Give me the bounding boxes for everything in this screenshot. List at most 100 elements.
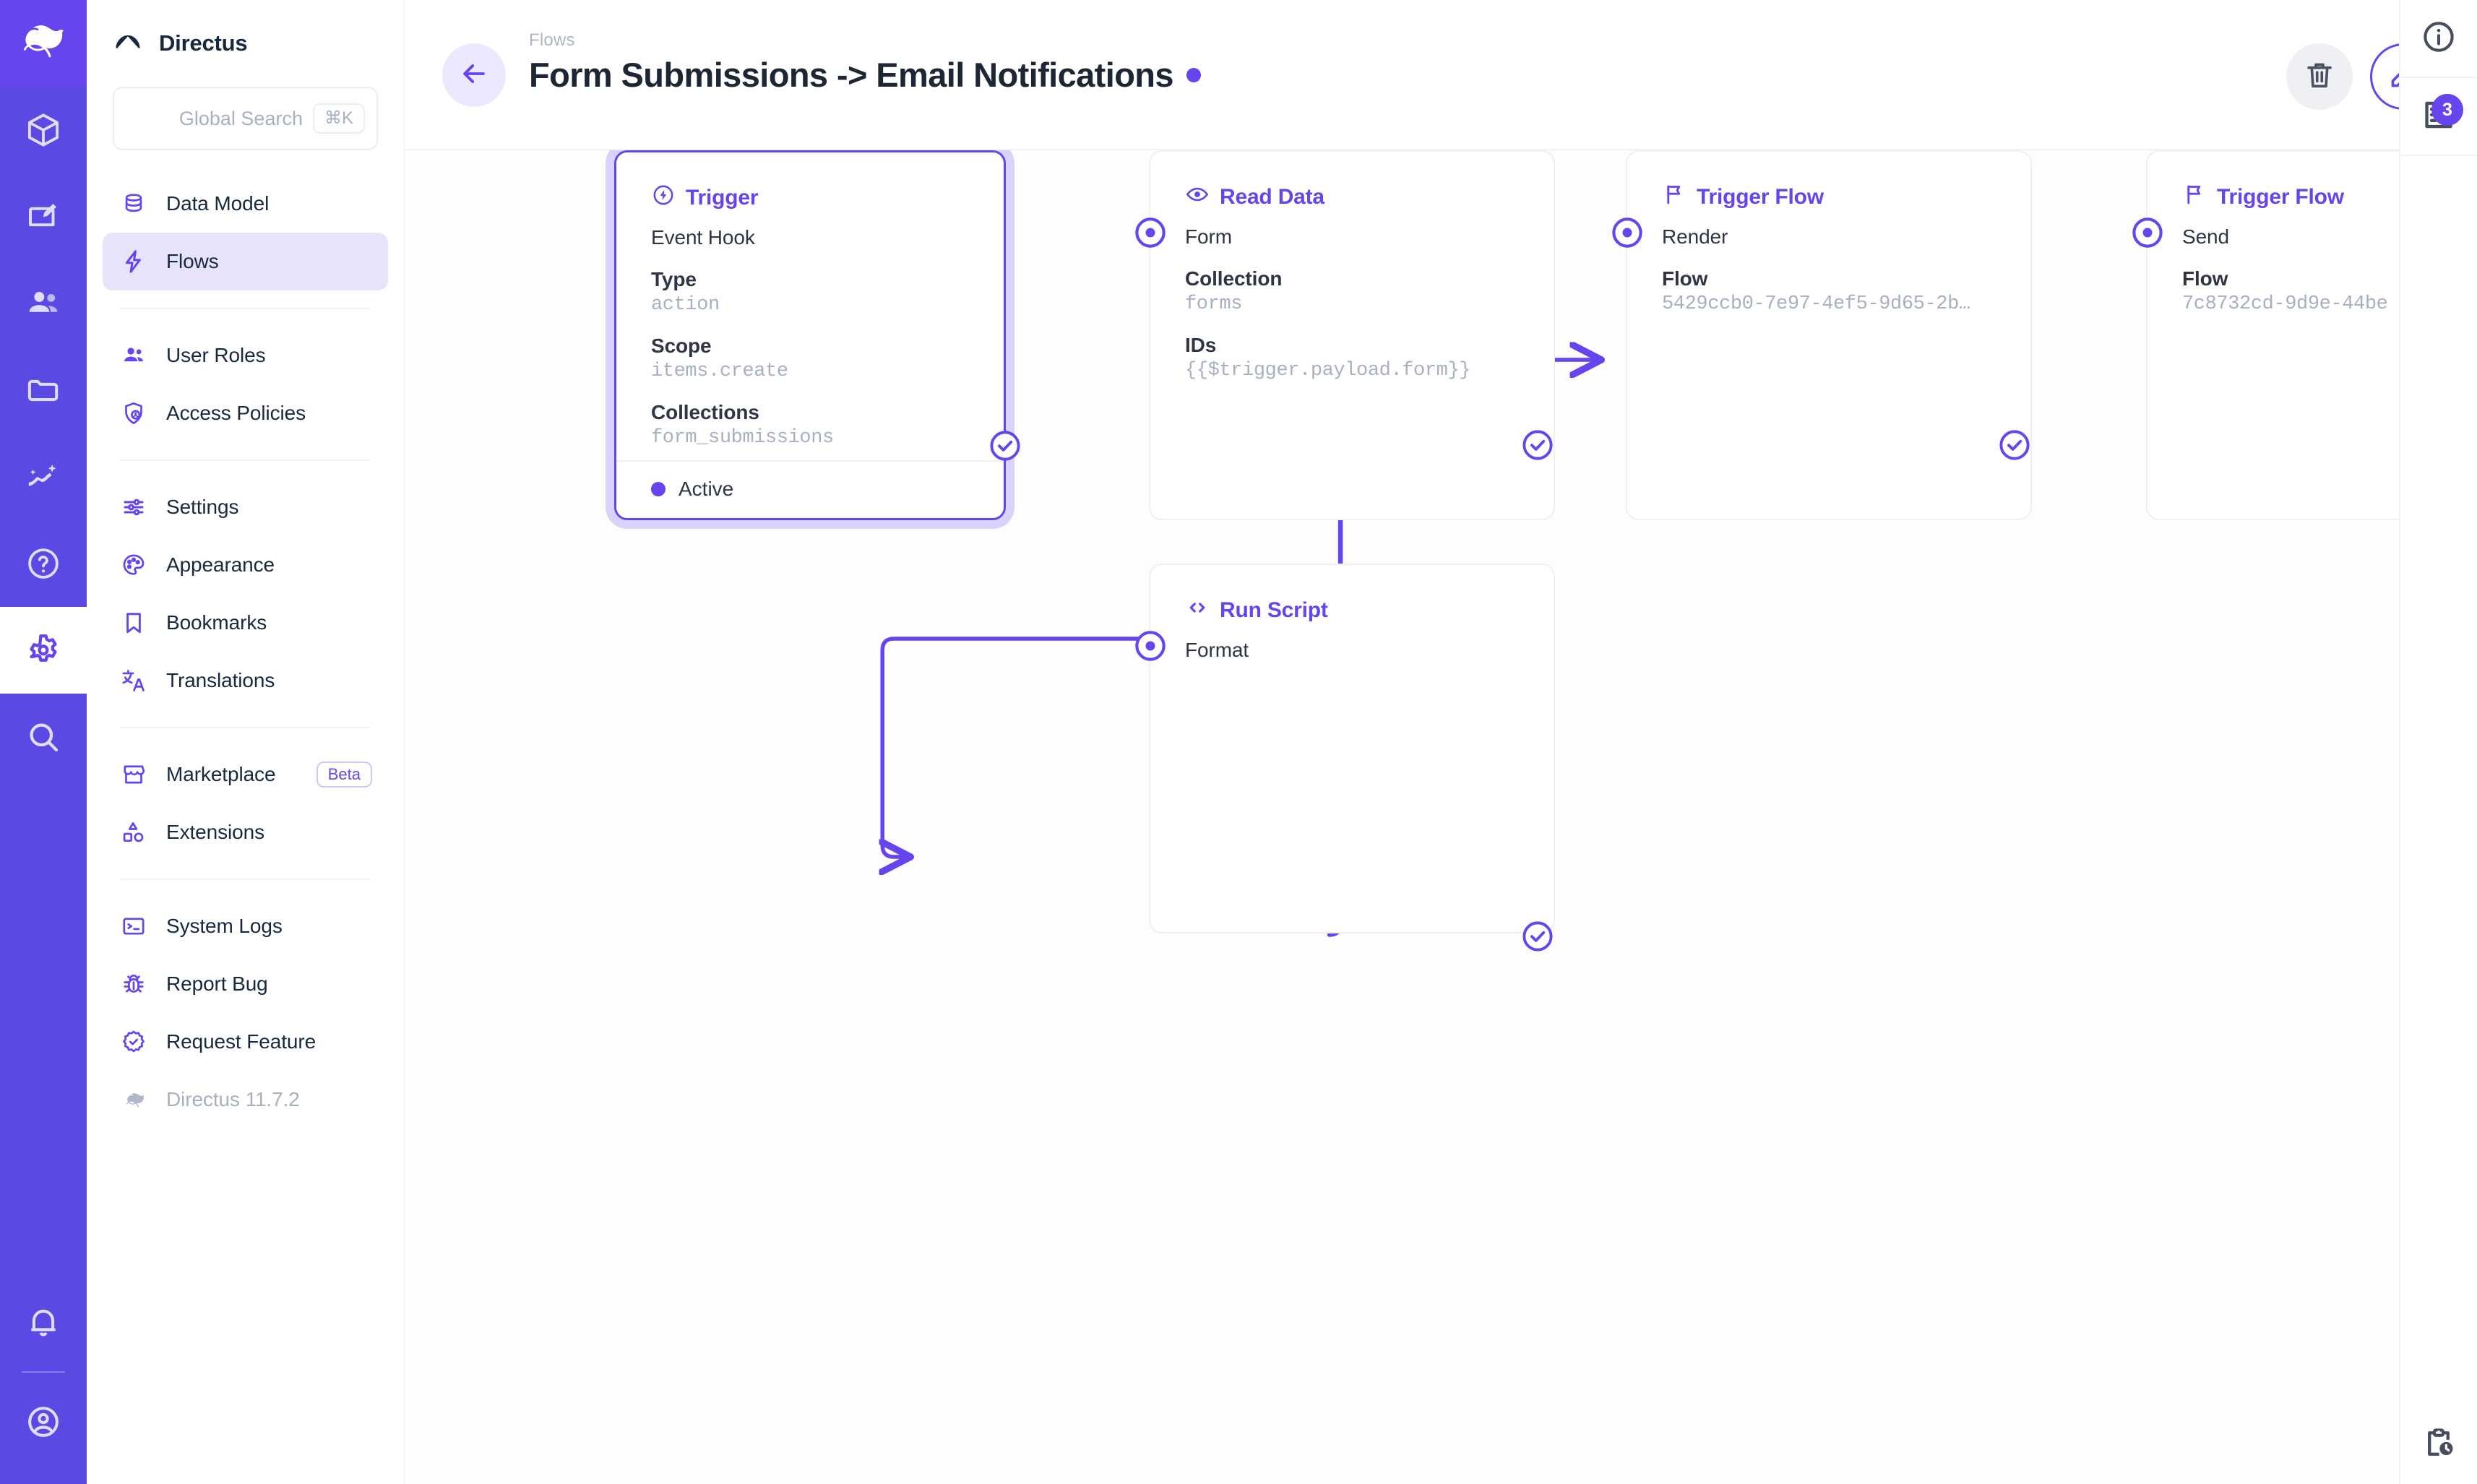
sidebar-item-extensions[interactable]: Extensions (103, 803, 388, 861)
main-area: Flows Form Submissions -> Email Notifica… (405, 0, 2477, 1484)
field-value: action (651, 294, 720, 316)
module-bar-divider (22, 1371, 65, 1373)
settings-navigation-sidebar: Directus Global Search ⌘K Data Model Flo… (87, 0, 405, 1484)
flow-node-read-data[interactable]: Read Data Form Collection forms IDs {{$t… (1135, 150, 1556, 520)
node-operation-name: Render (1662, 225, 1728, 248)
status-dot (651, 482, 665, 496)
flow-status-dot (1186, 67, 1201, 82)
node-title: Trigger (686, 186, 759, 210)
read-data-resolve-handle[interactable] (1519, 426, 1556, 464)
sidebar-item-report-bug[interactable]: Report Bug (103, 955, 388, 1013)
nav-divider (120, 308, 371, 309)
module-files-folder-icon[interactable] (0, 347, 87, 433)
clipboard-clock-icon (2420, 1425, 2457, 1466)
field-key: Flow (1662, 267, 1708, 290)
sidebar-item-system-logs[interactable]: System Logs (103, 897, 388, 955)
logs-sidebar-button[interactable]: 3 (2400, 78, 2477, 156)
translate-icon (119, 665, 149, 696)
sidebar-item-access-policies[interactable]: Access Policies (103, 384, 388, 442)
sidebar-item-settings[interactable]: Settings (103, 478, 388, 536)
trigger-flow-render-resolve-handle[interactable] (1996, 426, 2033, 464)
run-script-resolve-handle[interactable] (1519, 918, 1556, 955)
module-content-cube-icon[interactable] (0, 87, 87, 173)
sidebar-item-label: Access Policies (166, 402, 306, 424)
global-search-shortcut: ⌘K (312, 103, 365, 134)
marketplace-beta-badge: Beta (316, 762, 372, 788)
module-help-circle-icon[interactable] (0, 520, 87, 607)
shapes-icon (119, 817, 149, 847)
breadcrumb[interactable]: Flows (529, 30, 575, 50)
bolt-circle-icon (651, 183, 676, 213)
sidebar-item-label: Flows (166, 250, 219, 272)
account-circle-icon[interactable] (0, 1379, 87, 1465)
page-header: Flows Form Submissions -> Email Notifica… (405, 0, 2477, 150)
module-settings-gear-icon[interactable] (0, 607, 87, 694)
node-status-footer: Active (616, 460, 1004, 518)
info-sidebar-button[interactable] (2400, 0, 2477, 78)
sidebar-item-translations[interactable]: Translations (103, 652, 388, 709)
logs-badge-count: 3 (2431, 94, 2463, 126)
module-insights-icon[interactable] (0, 433, 87, 520)
node-field: Type action (651, 268, 969, 316)
delete-flow-button[interactable] (2286, 43, 2353, 110)
node-field: Flow 7c8732cd-9d9e-44be (2182, 267, 2477, 315)
field-key: Type (651, 268, 697, 290)
flow-node-trigger-flow-render[interactable]: Trigger Flow Render Flow 5429ccb0-7e97-4… (1612, 150, 2033, 520)
sidebar-item-label: Extensions (166, 821, 264, 843)
nav-divider (120, 727, 371, 728)
flow-node-run-script[interactable]: Run Script Format (1135, 564, 1555, 952)
trigger-flow-render-input-handle[interactable] (1608, 214, 1646, 251)
sidebar-item-label: Marketplace (166, 763, 276, 785)
sidebar-item-data-model[interactable]: Data Model (103, 175, 388, 233)
field-value: items.create (651, 361, 788, 382)
flow-canvas[interactable]: Trigger Event Hook Type action Scope ite… (405, 150, 2477, 1484)
sidebar-item-label: Appearance (166, 553, 275, 576)
module-users-icon[interactable] (0, 260, 87, 347)
sidebar-item-request-feature[interactable]: Request Feature (103, 1013, 388, 1071)
sidebar-item-label: Data Model (166, 192, 270, 215)
page-title: Form Submissions -> Email Notifications (529, 56, 1174, 94)
tune-icon (119, 492, 149, 522)
run-script-input-handle[interactable] (1132, 627, 1169, 665)
node-title-row: Read Data (1150, 152, 1554, 212)
flow-runs-button[interactable] (2400, 1406, 2477, 1484)
directus-rabbit-logo (20, 19, 66, 69)
module-search-icon[interactable] (0, 694, 87, 780)
sidebar-item-flows[interactable]: Flows (103, 233, 388, 290)
sidebar-item-label: Bookmarks (166, 611, 267, 634)
trigger-flow-send-input-handle[interactable] (2129, 214, 2166, 251)
node-field: Scope items.create (651, 335, 969, 382)
module-editor-square-icon[interactable] (0, 173, 87, 260)
project-header[interactable]: Directus (87, 0, 404, 87)
flow-node-trigger[interactable]: Trigger Event Hook Type action Scope ite… (614, 150, 1020, 520)
node-field: Collection forms (1185, 267, 1519, 315)
sidebar-item-version: Directus 11.7.2 (103, 1071, 388, 1129)
node-title: Read Data (1220, 185, 1324, 209)
sidebar-item-label: Request Feature (166, 1030, 316, 1053)
sidebar-item-marketplace[interactable]: Marketplace Beta (103, 746, 388, 803)
node-operation-name: Form (1185, 225, 1232, 248)
back-button[interactable] (442, 43, 506, 107)
sidebar-item-label: User Roles (166, 344, 266, 366)
directus-rabbit-icon (119, 1084, 149, 1115)
right-sidebar: 3 (2399, 0, 2477, 1484)
users-icon (119, 340, 149, 371)
flag-icon (1662, 182, 1686, 212)
sidebar-item-user-roles[interactable]: User Roles (103, 327, 388, 384)
node-title-row: Trigger (616, 152, 1004, 213)
sidebar-item-appearance[interactable]: Appearance (103, 536, 388, 594)
notifications-bell-icon[interactable] (0, 1279, 87, 1366)
global-search-input[interactable]: Global Search ⌘K (113, 87, 378, 150)
node-field: Collections form_submissions (651, 401, 969, 449)
directus-logo-button[interactable] (0, 0, 87, 87)
info-circle-icon (2420, 18, 2457, 59)
sidebar-item-label: Report Bug (166, 972, 268, 995)
module-bar (0, 0, 87, 1484)
nav-list: Data Model Flows User Roles Acc (87, 175, 404, 1129)
eye-icon (1185, 182, 1210, 212)
sidebar-item-bookmarks[interactable]: Bookmarks (103, 594, 388, 652)
trigger-resolve-handle[interactable] (986, 427, 1024, 465)
field-key: Flow (2182, 267, 2228, 290)
read-data-input-handle[interactable] (1132, 214, 1169, 251)
